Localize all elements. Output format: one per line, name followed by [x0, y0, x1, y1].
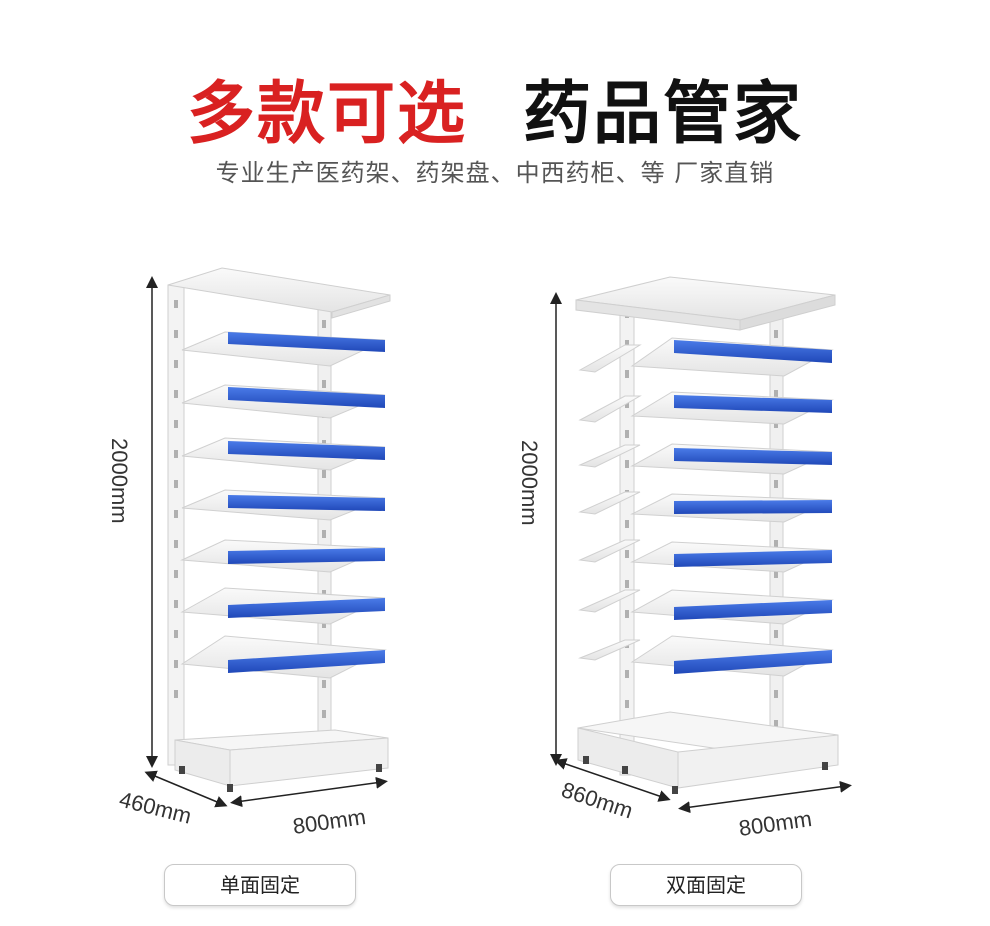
title-red: 多款可选: [186, 75, 467, 154]
back-shelves: [578, 344, 642, 661]
depth-dimension-line: [144, 770, 228, 808]
title-row: 多款可选 药品管家: [0, 58, 990, 157]
rack-upright: [317, 304, 332, 746]
foot: [583, 756, 589, 764]
shelf: [630, 541, 833, 573]
foot: [622, 766, 628, 774]
foot: [227, 784, 233, 792]
shelf: [181, 489, 386, 521]
caption-single-sided-button[interactable]: 单面固定: [164, 864, 356, 906]
foot: [672, 786, 678, 794]
shelf: [630, 337, 834, 377]
width-dimension-line: [230, 776, 388, 808]
foot: [179, 766, 185, 774]
foot: [376, 764, 382, 772]
shelf: [630, 589, 834, 625]
shelf: [180, 587, 386, 625]
rack-upright: [769, 311, 784, 753]
depth-label: 460mm: [117, 787, 194, 829]
height-label: 2000mm: [517, 440, 542, 526]
width-dimension-line: [678, 780, 852, 814]
single-sided-rack: 2000mm: [107, 267, 391, 839]
title-black: 药品管家: [523, 75, 804, 154]
shelf: [180, 635, 387, 679]
width-label: 800mm: [737, 806, 813, 841]
shelf: [630, 391, 834, 425]
width-label: 800mm: [291, 804, 367, 839]
foot: [822, 762, 828, 770]
shelf: [630, 635, 834, 677]
shelf: [181, 331, 386, 367]
shelf: [181, 384, 386, 419]
shelf: [180, 539, 386, 573]
shelf: [630, 493, 833, 523]
subtitle: 专业生产医药架、药架盘、中西药柜、等 厂家直销: [215, 159, 775, 187]
height-label: 2000mm: [107, 438, 132, 524]
shelf: [181, 437, 386, 471]
shelf: [630, 443, 833, 475]
double-sided-rack: 2000mm: [517, 276, 852, 841]
caption-double-sided-button[interactable]: 双面固定: [610, 864, 802, 906]
depth-dimension-line: [554, 758, 671, 802]
